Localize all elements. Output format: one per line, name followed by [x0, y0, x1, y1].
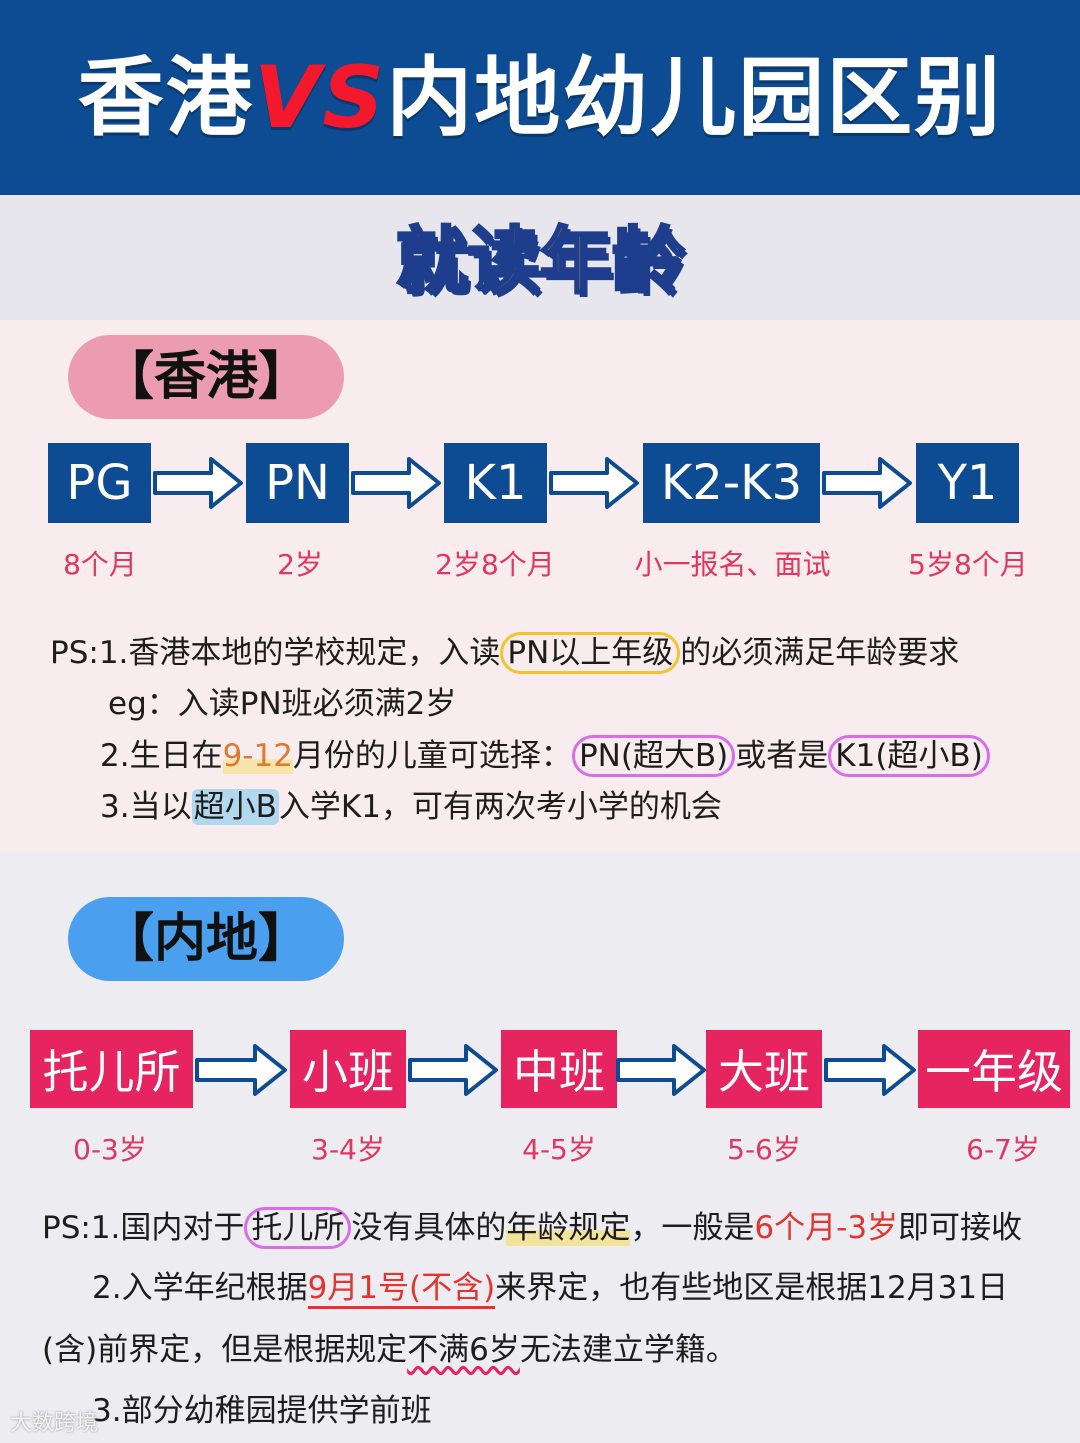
title-banner: 香港VS内地幼儿园区别: [0, 0, 1080, 195]
hk-note-3: 3.当以超小B入学K1，可有两次考小学的机会: [100, 789, 722, 825]
hk-note-example: eg：入读PN班必须满2岁: [108, 686, 457, 722]
arrow-right-icon: [351, 457, 441, 509]
ml-age-senior: 5-6岁: [727, 1133, 801, 1166]
ml-stage-grade-one: 一年级: [918, 1030, 1070, 1108]
arrow-right-icon: [549, 457, 639, 509]
ml-age-nursery: 0-3岁: [73, 1133, 147, 1166]
hk-stage-pn: PN: [246, 443, 349, 523]
arrow-right-icon: [408, 1044, 498, 1096]
section-heading: 就读年龄: [394, 218, 685, 305]
watermark: 大数跨境: [10, 1411, 99, 1436]
ml-age-middle: 4-5岁: [522, 1133, 596, 1166]
hk-stage-k1: K1: [444, 443, 547, 523]
hk-age-k1: 2岁8个月: [435, 548, 555, 581]
ml-note-3: 3.部分幼稚园提供学前班: [92, 1393, 432, 1429]
ml-note-2-continued: (含)前界定，但是根据规定不满6岁无法建立学籍。: [42, 1332, 737, 1368]
title-vs: VS: [253, 48, 387, 148]
hk-stage-k2-k3: K2-K3: [643, 443, 820, 523]
ml-age-grade-one: 6-7岁: [966, 1133, 1040, 1166]
arrow-right-icon: [195, 1044, 287, 1096]
page-title: 香港VS内地幼儿园区别: [0, 48, 1080, 148]
hk-age-pn: 2岁: [277, 548, 323, 581]
mainland-label: 【内地】: [68, 897, 344, 981]
arrow-right-icon: [616, 1044, 706, 1096]
arrow-right-icon: [153, 457, 243, 509]
ml-stage-nursery: 托儿所: [30, 1030, 193, 1108]
hk-age-y1: 5岁8个月: [908, 548, 1028, 581]
heading-band: [0, 195, 1080, 320]
title-hongkong: 香港: [77, 48, 254, 148]
hk-age-k2-k3: 小一报名、面试: [634, 548, 831, 581]
ml-age-junior: 3-4岁: [311, 1133, 385, 1166]
hk-stage-y1: Y1: [916, 443, 1019, 523]
arrow-right-icon: [824, 1044, 916, 1096]
ml-stage-junior: 小班: [290, 1030, 406, 1108]
ml-stage-middle: 中班: [501, 1030, 617, 1108]
hk-stage-pg: PG: [48, 443, 151, 523]
title-mainland-kindergarten: 内地幼儿园区别: [386, 48, 1003, 148]
ml-stage-senior: 大班: [706, 1030, 822, 1108]
ml-note-2: 2.入学年纪根据9月1号(不含)来界定，也有些地区是根据12月31日: [92, 1268, 1008, 1309]
ml-note-1: PS:1.国内对于托儿所没有具体的年龄规定，一般是6个月-3岁即可接收: [42, 1207, 1022, 1249]
hongkong-label: 【香港】: [68, 335, 344, 419]
hk-age-pg: 8个月: [63, 548, 137, 581]
arrow-right-icon: [822, 457, 912, 509]
